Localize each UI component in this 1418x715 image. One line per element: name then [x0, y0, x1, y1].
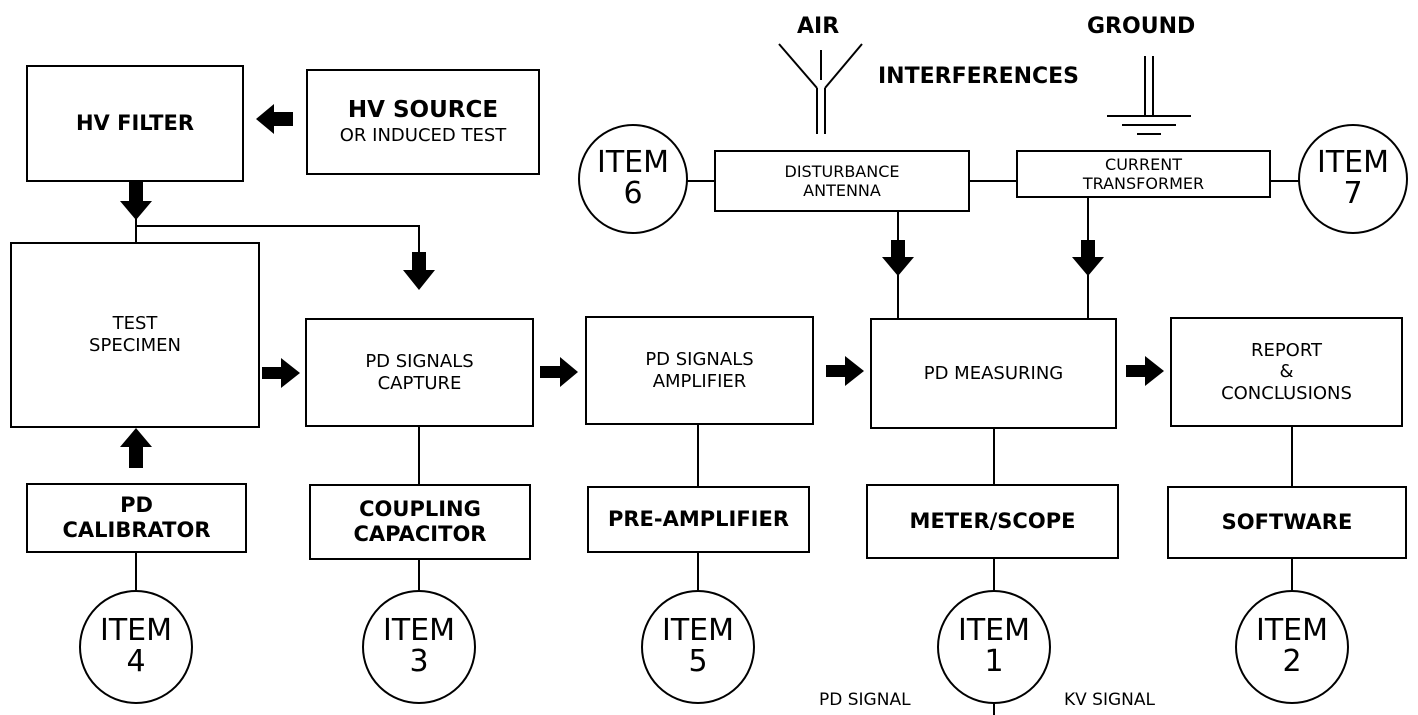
- calibrator-line1: PD: [120, 492, 153, 517]
- antenna-line1: DISTURBANCE: [784, 161, 900, 181]
- ct-line2: TRANSFORMER: [1082, 174, 1205, 193]
- item-number: 3: [409, 644, 429, 679]
- capture-line2: CAPTURE: [377, 372, 462, 394]
- test-specimen-box: TEST SPECIMEN: [10, 242, 260, 428]
- arrow-down-icon: [120, 182, 152, 220]
- arrow-down-icon: [882, 240, 914, 276]
- item-word: ITEM: [1316, 145, 1389, 181]
- item-7-circle: ITEM 7: [1298, 124, 1408, 234]
- arrow-down-icon: [1072, 240, 1104, 276]
- hv-filter-box: HV FILTER: [26, 65, 244, 182]
- air-label: AIR: [797, 14, 840, 39]
- pd-signal-label: PD SIGNAL: [819, 690, 911, 710]
- hv-source-subtitle: OR INDUCED TEST: [339, 125, 507, 146]
- arrow-right-icon: [1126, 356, 1164, 386]
- pd-measuring-label: PD MEASURING: [923, 362, 1064, 384]
- arrow-right-icon: [826, 356, 864, 386]
- pd-calibrator-box: PD CALIBRATOR: [26, 483, 247, 553]
- item-word: ITEM: [99, 613, 172, 649]
- arrow-down-icon: [403, 252, 435, 290]
- item-word: ITEM: [661, 613, 734, 649]
- ct-line1: CURRENT: [1105, 154, 1182, 174]
- item-word: ITEM: [382, 613, 455, 649]
- meter-scope-label: METER/SCOPE: [909, 508, 1076, 533]
- arrow-right-icon: [540, 357, 578, 387]
- item-6-circle: ITEM 6: [578, 124, 688, 234]
- coupling-capacitor-box: COUPLING CAPACITOR: [309, 484, 531, 560]
- item-5-circle: ITEM 5: [641, 590, 755, 704]
- pd-signals-capture-box: PD SIGNALS CAPTURE: [305, 318, 534, 427]
- test-specimen-line2: SPECIMEN: [89, 335, 181, 356]
- item-number: 6: [623, 176, 643, 211]
- pd-signals-amplifier-box: PD SIGNALS AMPLIFIER: [585, 316, 814, 425]
- current-transformer-box: CURRENT TRANSFORMER: [1016, 150, 1271, 198]
- report-line3: CONCLUSIONS: [1221, 382, 1352, 404]
- item-word: ITEM: [596, 145, 669, 181]
- report-box: REPORT & CONCLUSIONS: [1170, 317, 1403, 427]
- antenna-line2: ANTENNA: [803, 181, 881, 200]
- item-number: 7: [1343, 176, 1363, 211]
- item-word: ITEM: [957, 613, 1030, 649]
- item-number: 4: [126, 644, 146, 679]
- ground-label: GROUND: [1087, 14, 1196, 39]
- meter-scope-box: METER/SCOPE: [866, 484, 1119, 559]
- amplifier-line2: AMPLIFIER: [652, 370, 747, 392]
- interferences-label: INTERFERENCES: [878, 64, 1080, 89]
- item-2-circle: ITEM 2: [1235, 590, 1349, 704]
- arrow-left-icon: [256, 104, 293, 134]
- pd-measuring-box: PD MEASURING: [870, 318, 1117, 429]
- kv-signal-label: KV SIGNAL: [1064, 690, 1155, 710]
- item-1-circle: ITEM 1: [937, 590, 1051, 704]
- item-number: 2: [1282, 644, 1302, 679]
- hv-filter-label: HV FILTER: [75, 110, 195, 135]
- report-line2: &: [1279, 361, 1294, 383]
- capture-line1: PD SIGNALS: [365, 350, 474, 372]
- coupling-line1: COUPLING: [359, 496, 481, 521]
- disturbance-antenna-box: DISTURBANCE ANTENNA: [714, 150, 970, 212]
- software-box: SOFTWARE: [1167, 486, 1407, 559]
- coupling-line2: CAPACITOR: [353, 522, 487, 546]
- pre-amplifier-label: PRE-AMPLIFIER: [607, 506, 790, 531]
- software-label: SOFTWARE: [1221, 509, 1353, 534]
- amplifier-line1: PD SIGNALS: [645, 348, 754, 370]
- test-specimen-line1: TEST: [112, 313, 158, 335]
- hv-source-title: HV SOURCE: [347, 97, 499, 124]
- arrow-right-icon: [262, 358, 300, 388]
- item-number: 5: [688, 644, 708, 679]
- pre-amplifier-box: PRE-AMPLIFIER: [587, 486, 810, 553]
- item-3-circle: ITEM 3: [362, 590, 476, 704]
- arrow-up-icon: [120, 428, 152, 468]
- calibrator-line2: CALIBRATOR: [62, 518, 211, 542]
- report-line1: REPORT: [1250, 339, 1323, 361]
- item-number: 1: [984, 644, 1004, 679]
- item-word: ITEM: [1255, 613, 1328, 649]
- item-4-circle: ITEM 4: [79, 590, 193, 704]
- hv-source-box: HV SOURCE OR INDUCED TEST: [306, 69, 540, 175]
